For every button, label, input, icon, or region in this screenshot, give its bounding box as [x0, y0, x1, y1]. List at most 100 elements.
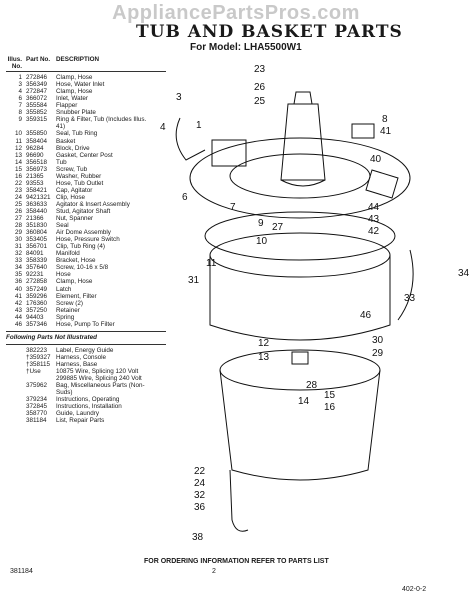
diagram-shapes: [175, 91, 414, 532]
callout-40: 40: [370, 154, 382, 165]
illus-number: 14: [14, 158, 22, 166]
watermark: AppliancePartsPros.com: [112, 2, 360, 24]
part-description: Block, Drive: [56, 144, 90, 152]
callout-6: 6: [182, 192, 188, 203]
part-description: Spring: [56, 313, 75, 321]
part-number: 359296: [26, 292, 48, 300]
part-description: Bag, Miscellaneous Parts (Non-Suds): [56, 382, 145, 397]
illus-number: 24: [14, 193, 22, 201]
part-description: Clamp, Hose: [56, 74, 93, 82]
illus-number: 11: [15, 137, 22, 145]
divider: [6, 330, 166, 332]
illus-number: 16: [14, 172, 22, 180]
part-description: Bracket, Hose: [56, 257, 96, 265]
callout-22: 22: [194, 466, 206, 477]
part-number: 359315: [26, 116, 48, 124]
part-number: 357250: [26, 306, 48, 314]
part-number: 379234: [26, 396, 48, 404]
callout-10: 10: [256, 236, 268, 247]
part-number: 355852: [26, 109, 48, 117]
part-number: †359327: [26, 353, 51, 361]
callout-12: 12: [258, 338, 270, 349]
illus-number: 34: [14, 264, 22, 272]
part-description: Harness, Base: [56, 360, 98, 368]
part-description: Tub: [56, 158, 67, 166]
part-description: Air Dome Assembly: [56, 229, 111, 237]
parts-row: 8 355852 Snubber Plate: [6, 109, 166, 116]
callout-34: 34: [458, 268, 470, 279]
illus-number: 32: [14, 250, 22, 258]
part-description: 10875 Wire, Splicing 120 Volt 299885 Wir…: [56, 367, 142, 383]
part-number: 358339: [26, 257, 48, 265]
illus-number: 7: [18, 102, 22, 110]
parts-row: 33 358339 Bracket, Hose: [6, 257, 166, 264]
callout-1: 1: [196, 120, 202, 131]
illus-number: 25: [14, 200, 22, 208]
part-number: 93553: [26, 179, 44, 187]
illus-number: 4: [18, 88, 22, 96]
parts-list-header: Illus. No. Part No. DESCRIPTION: [6, 56, 166, 73]
callout-38: 38: [192, 532, 204, 543]
part-number: 355584: [26, 102, 48, 110]
part-description: Hose, Tub Outlet: [56, 179, 104, 187]
part-description: Snubber Plate: [56, 109, 96, 117]
illus-number: 33: [14, 257, 22, 265]
part-description: Element, Filter: [56, 292, 97, 300]
part-number: 358440: [26, 207, 48, 215]
part-number: 375962: [26, 382, 48, 390]
ordering-footer: FOR ORDERING INFORMATION REFER TO PARTS …: [144, 558, 329, 565]
callout-43: 43: [368, 214, 380, 225]
illus-number: 42: [14, 299, 22, 307]
part-description: Hose: [56, 271, 71, 279]
part-description: Label, Energy Guide: [56, 346, 114, 354]
stamp: 402-0-2: [402, 586, 427, 593]
part-description: Clamp, Hose: [56, 88, 93, 96]
part-description: Guide, Laundry: [56, 410, 100, 418]
part-number: 96284: [26, 144, 44, 152]
illus-number: 9: [18, 116, 22, 124]
header-illus: Illus. No.: [7, 56, 22, 71]
callout-8: 8: [382, 114, 388, 125]
callout-31: 31: [188, 275, 200, 286]
part-number: 357640: [26, 264, 48, 272]
divider: [6, 343, 166, 345]
part-number: 176360: [26, 299, 48, 307]
part-description: Instructions, Installation: [56, 403, 122, 411]
illus-number: 26: [14, 207, 22, 215]
part-number: 381184: [26, 417, 47, 425]
illus-number: 8: [18, 109, 22, 117]
part-number: 84091: [26, 250, 44, 258]
part-number: 356701: [26, 243, 48, 251]
part-number: 357249: [26, 285, 48, 293]
page-subtitle: For Model: LHA5500W1: [190, 42, 302, 53]
part-number: 351830: [26, 222, 48, 230]
diagram-callouts: 23 26 25 3 4 1 6 7 8 41 40 44 43 42 9 27…: [160, 64, 470, 543]
illus-number: 6: [18, 95, 22, 103]
callout-11: 11: [206, 258, 217, 269]
part-number: 356349: [26, 81, 48, 89]
callout-29: 29: [372, 348, 384, 359]
part-description: Seal, Tub Ring: [56, 130, 98, 138]
part-description: Latch: [56, 285, 72, 293]
part-description: Nut, Spanner: [56, 215, 94, 223]
part-description: Seal: [56, 222, 69, 230]
illus-number: 23: [14, 186, 22, 194]
part-description: Clamp, Hose: [56, 278, 93, 286]
